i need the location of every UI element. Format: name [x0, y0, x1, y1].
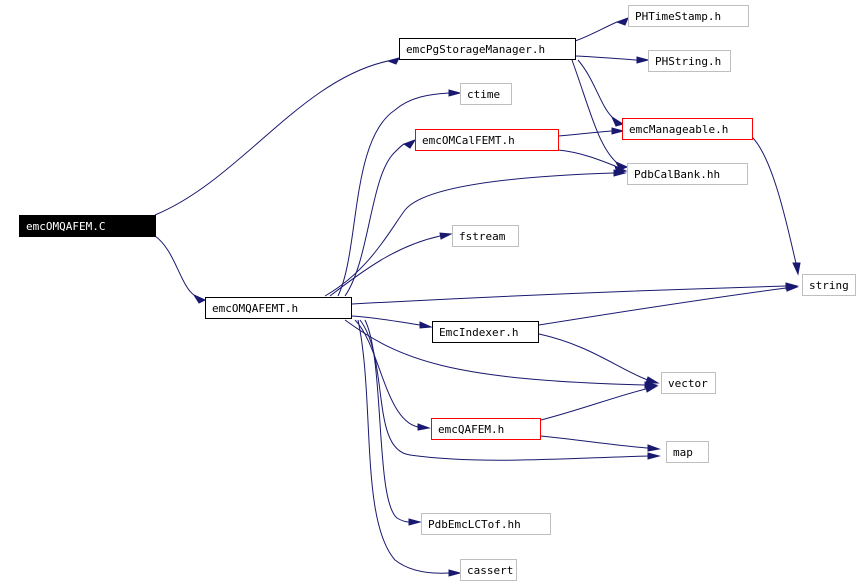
arrowhead	[645, 385, 659, 393]
arrowhead	[615, 17, 629, 26]
arrowhead	[417, 423, 431, 431]
arrowhead	[647, 444, 661, 452]
edge-qafemt-to-string	[351, 285, 787, 305]
edge-qafemt-to-PdbCalBank	[324, 172, 615, 297]
edge-manageable-to-string	[751, 136, 797, 264]
arrowhead	[408, 518, 422, 526]
edge-emcQAFEM-to-map	[540, 435, 649, 449]
edge-qafemt-to-vector	[344, 319, 646, 386]
node-emcQAFEM-h[interactable]: emcQAFEM.h	[431, 418, 541, 440]
arrowhead	[448, 89, 462, 97]
arrowhead	[613, 169, 627, 177]
edge-qafemt-to-emcQAFEM	[354, 319, 419, 428]
arrowhead	[419, 321, 433, 329]
edge-storage-to-emcManageable	[577, 59, 613, 118]
edge-qafemt-to-calfemt	[344, 143, 405, 297]
edge-qafemt-to-map	[359, 319, 649, 461]
edge-qafemt-to-EmcIndexer	[351, 315, 421, 326]
edge-storage-to-PHTimeStamp	[574, 21, 618, 42]
node-map: map	[666, 441, 709, 463]
edge-storage-to-PdbCalBank	[571, 59, 617, 163]
edge-storage-to-PHString	[574, 55, 638, 61]
arrowhead	[645, 376, 660, 384]
node-ctime: ctime	[460, 83, 512, 105]
edge-qafemt-to-PdbEmcLCTof	[364, 319, 410, 523]
arrowhead	[439, 232, 453, 240]
node-emcPgStorageManager-h[interactable]: emcPgStorageManager.h	[399, 38, 576, 60]
edge-calfemt-to-emcManageable	[557, 130, 613, 137]
node-emcOMQAFEM-C[interactable]: emcOMQAFEM.C	[19, 215, 156, 237]
edge-qafemt-to-cassert	[357, 319, 450, 574]
edge-indexer-to-vector	[538, 333, 649, 381]
arrowhead	[402, 139, 417, 149]
arrowhead	[636, 56, 650, 64]
arrowhead	[792, 262, 801, 276]
edge-root-to-emcOMQAFEMT	[154, 235, 195, 296]
arrowhead	[192, 293, 207, 304]
edge-indexer-to-string	[538, 287, 787, 326]
arrowhead	[785, 284, 799, 292]
arrowhead	[448, 569, 462, 577]
node-PdbCalBank-hh: PdbCalBank.hh	[627, 163, 748, 185]
node-vector: vector	[661, 372, 716, 394]
node-cassert: cassert	[460, 559, 517, 581]
arrowhead	[611, 127, 625, 135]
edge-calfemt-to-PdbCalBank	[557, 149, 616, 167]
edge-root-to-emcPgStorageManager	[154, 60, 389, 216]
node-PdbEmcLCTof-hh: PdbEmcLCTof.hh	[421, 513, 551, 535]
edge-qafemt-to-ctime	[337, 92, 450, 297]
edge-emcQAFEM-to-vector	[540, 388, 647, 421]
node-emcManageable-h[interactable]: emcManageable.h	[622, 118, 753, 140]
node-PHString-h: PHString.h	[648, 50, 731, 72]
node-fstream: fstream	[452, 225, 519, 247]
node-emcOMQAFEMT-h[interactable]: emcOMQAFEMT.h	[205, 297, 352, 319]
arrowhead	[610, 115, 625, 127]
arrowhead	[647, 452, 661, 460]
arrowhead	[386, 57, 400, 65]
node-emcOMCalFEMT-h[interactable]: emcOMCalFEMT.h	[415, 129, 559, 151]
arrowhead	[614, 160, 629, 171]
node-PHTimeStamp-h: PHTimeStamp.h	[628, 5, 749, 27]
node-EmcIndexer-h[interactable]: EmcIndexer.h	[432, 321, 539, 343]
edge-qafemt-to-fstream	[329, 235, 441, 297]
node-string: string	[802, 274, 856, 296]
